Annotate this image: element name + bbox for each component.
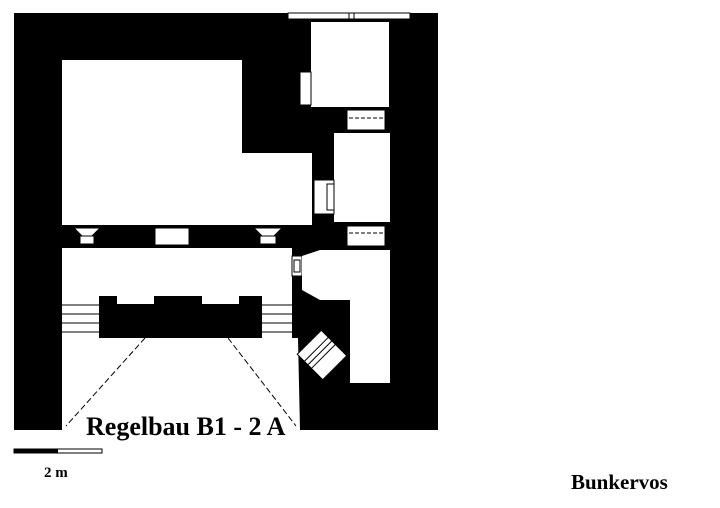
entrance-apron — [62, 338, 300, 430]
room-lower-right — [320, 250, 390, 383]
room-top-right — [311, 22, 389, 107]
lower-room — [62, 248, 292, 296]
plan-title: Regelbau B1 - 2 A — [86, 412, 286, 441]
scale-bar — [13, 448, 103, 454]
stairs-left — [62, 304, 99, 333]
lower-room-step-left — [117, 296, 154, 304]
room-middle-right — [334, 133, 390, 222]
corridor-wedge — [302, 250, 320, 300]
entrance-dash-right — [227, 337, 297, 427]
doorway-right-splayed-base — [259, 235, 277, 245]
niche-lower-right-inner — [293, 259, 301, 273]
niche-middle-right-inner — [326, 183, 335, 211]
lower-room-left-alcove — [62, 296, 99, 338]
entrance-dash-left — [65, 337, 146, 427]
scale-label: 2 m — [44, 465, 68, 481]
lower-room-step-right — [202, 296, 239, 304]
stairs-right — [262, 304, 292, 333]
main-room — [62, 60, 312, 225]
doorway-center — [154, 227, 190, 246]
doorway-left-splayed-base — [79, 235, 95, 245]
lower-room-right-alcove — [262, 296, 292, 338]
credit-label: Bunkervos — [571, 470, 668, 494]
passage-2 — [346, 225, 386, 247]
passage-1 — [346, 109, 386, 131]
diagonal-passage — [296, 329, 348, 381]
niche-top-right — [299, 71, 312, 106]
